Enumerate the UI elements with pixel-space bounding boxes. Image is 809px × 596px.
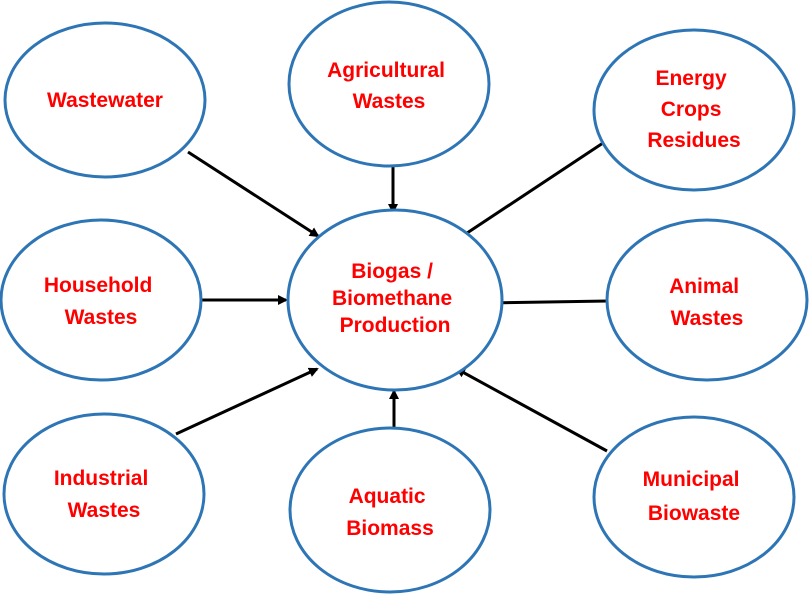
aquatic-biomass-label-line: Biomass [346,517,434,540]
arrow-industrial-wastes-to-center [175,367,319,436]
node-aquatic-biomass: Aquatic Biomass [288,426,492,594]
center-ellipse [286,208,504,392]
energy-crops-residues-label-line: Crops [661,98,722,121]
agricultural-wastes-label: Agricultural Wastes [327,59,451,113]
node-household-wastes: Household Wastes [0,218,203,382]
agricultural-wastes-ellipse [287,0,491,168]
node-agricultural-wastes: Agricultural Wastes [287,0,491,168]
municipal-biowaste-label-line: Biowaste [648,502,740,525]
industrial-wastes-label: Industrial Wastes [54,467,154,522]
agricultural-wastes-label-line: Agricultural [327,59,445,82]
energy-crops-residues-label-line: Energy [655,67,727,90]
center-label-line: Production [340,314,451,337]
aquatic-biomass-label: Aquatic Biomass [346,485,434,540]
node-animal-wastes: Animal Wastes [605,218,809,382]
municipal-biowaste-label: Municipal Biowaste [643,468,746,525]
arrow-wastewater-to-center [187,150,320,238]
industrial-wastes-ellipse [2,412,206,576]
industrial-wastes-label-line: Wastes [68,499,141,522]
wastewater-label-line: Wastewater [47,89,163,112]
energy-crops-residues-ellipse [592,28,796,192]
wastewater-label: Wastewater [47,89,163,112]
center-label-line: Biomethane [332,287,452,310]
center-label: Biogas / Biomethane Production [332,260,458,337]
aquatic-biomass-ellipse [288,426,492,594]
animal-wastes-label-line: Wastes [671,307,744,330]
node-wastewater: Wastewater [3,21,207,179]
animal-wastes-label-line: Animal [669,275,739,298]
energy-crops-residues-label: Energy Crops Residues [647,67,740,152]
animal-wastes-ellipse [605,218,809,382]
node-municipal-biowaste: Municipal Biowaste [592,415,796,579]
industrial-wastes-label-line: Industrial [54,467,149,490]
arrow-energy-crops-residues-to-center [456,141,604,241]
household-wastes-label-line: Household [44,274,153,297]
wastewater-ellipse [3,21,207,179]
animal-wastes-label: Animal Wastes [669,275,745,330]
household-wastes-ellipse [0,218,203,382]
arrow-municipal-biowaste-to-center [455,367,608,453]
arrows [175,141,609,453]
node-biogas-biomethane-production: Biogas / Biomethane Production [286,208,504,392]
arrow-animal-wastes-to-center [486,297,609,308]
aquatic-biomass-label-line: Aquatic [349,485,426,508]
municipal-biowaste-label-line: Municipal [643,468,740,491]
municipal-biowaste-ellipse [592,415,796,579]
agricultural-wastes-label-line: Wastes [353,90,426,113]
node-energy-crops-residues: Energy Crops Residues [592,28,796,192]
energy-crops-residues-label-line: Residues [647,129,740,152]
center-label-line: Biogas / [351,260,433,283]
node-industrial-wastes: Industrial Wastes [2,412,206,576]
household-wastes-label-line: Wastes [65,306,138,329]
household-wastes-label: Household Wastes [44,274,158,329]
